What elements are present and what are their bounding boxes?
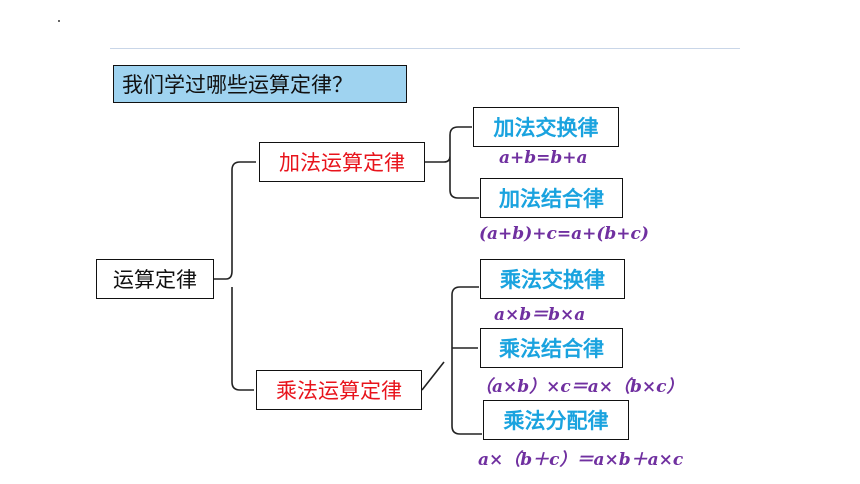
addition-branch-label: 加法运算定律 (279, 151, 405, 175)
law-label: 乘法交换律 (500, 268, 605, 292)
law-node-multiplication-associative: 乘法结合律 (480, 328, 623, 368)
multiplication-branch-label: 乘法运算定律 (276, 379, 402, 403)
formula-multiplication-commutative: a×b＝b×a (494, 305, 586, 325)
root-label: 运算定律 (113, 268, 197, 292)
formula-addition-associative: (a+b)+c=a+(b+c) (479, 224, 649, 244)
root-node: 运算定律 (96, 259, 214, 299)
law-label: 加法结合律 (499, 187, 604, 211)
law-node-multiplication-distributive: 乘法分配律 (483, 400, 629, 440)
question-text: 我们学过哪些运算定律？ (122, 73, 353, 97)
law-node-addition-associative: 加法结合律 (480, 178, 623, 218)
addition-bracket (425, 126, 479, 199)
law-label: 乘法分配律 (503, 409, 609, 433)
top-divider (110, 48, 740, 49)
law-label: 加法交换律 (493, 116, 599, 140)
law-node-multiplication-commutative: 乘法交换律 (480, 259, 625, 299)
decorative-dot (58, 20, 60, 22)
law-node-addition-commutative: 加法交换律 (473, 107, 619, 147)
multiplication-bracket (421, 286, 482, 435)
multiplication-branch-node: 乘法运算定律 (256, 370, 422, 410)
law-label: 乘法结合律 (499, 337, 604, 361)
question-box: 我们学过哪些运算定律？ (113, 65, 407, 103)
addition-branch-node: 加法运算定律 (259, 142, 425, 182)
root-bracket (214, 161, 256, 391)
formula-addition-commutative: a+b=b+a (499, 148, 588, 168)
formula-multiplication-distributive: a×（b＋c）＝a×b＋a×c (478, 450, 684, 470)
formula-multiplication-associative: （a×b）×c＝a×（b×c） (475, 377, 684, 397)
